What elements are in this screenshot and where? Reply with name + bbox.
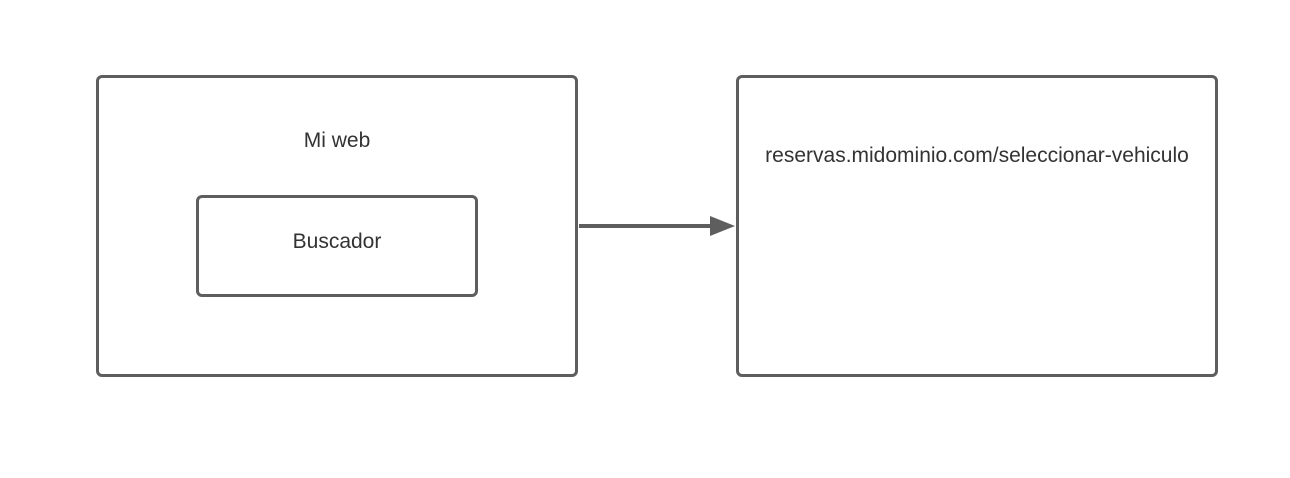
mi-web-label: Mi web	[303, 129, 371, 152]
buscador-label: Buscador	[292, 230, 382, 253]
connector-arrowhead	[710, 216, 735, 236]
reservas-box	[736, 75, 1218, 377]
reservas-url-label: reservas.midominio.com/seleccionar-vehic…	[765, 144, 1189, 167]
buscador-box	[196, 195, 478, 297]
